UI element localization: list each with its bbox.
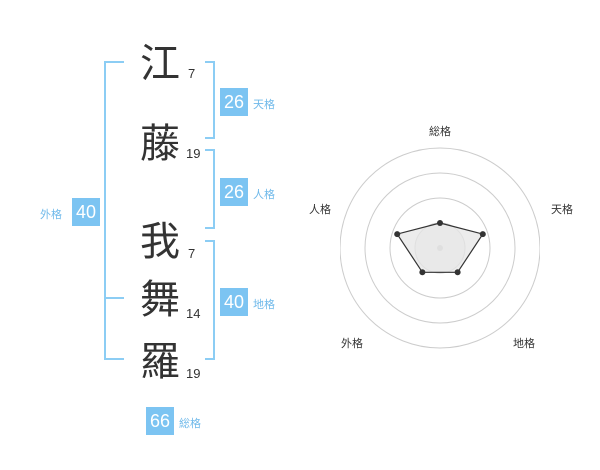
- jinkaku-label: 人格: [253, 188, 275, 201]
- kanji-3: 我: [140, 219, 180, 265]
- stroke-count-2: 19: [186, 146, 201, 161]
- chikaku-value: 40: [220, 288, 248, 316]
- kanji-4: 舞: [140, 277, 180, 323]
- jinkaku-value: 26: [220, 178, 248, 206]
- stroke-count-3: 7: [188, 246, 196, 261]
- radar-point-4: [419, 269, 426, 276]
- radar-label-tenkaku: 天格: [551, 203, 573, 216]
- chikaku-bracket: [205, 240, 215, 360]
- radar-ring: [340, 147, 540, 349]
- radar-ring: [364, 172, 516, 324]
- soukaku-label: 総格: [179, 417, 201, 430]
- jinkaku-bracket: [205, 149, 215, 229]
- radar-label-gaikaku: 外格: [341, 337, 363, 350]
- gaikaku-label: 外格: [40, 208, 62, 221]
- radar-point-3: [454, 269, 461, 276]
- radar-label-soukaku: 総格: [429, 125, 451, 138]
- soukaku-value: 66: [146, 407, 174, 435]
- radar-point-5: [394, 231, 401, 238]
- gaikaku-bracket: [104, 61, 124, 360]
- radar-label-jinkaku: 人格: [309, 203, 331, 216]
- kanji-5: 羅: [140, 339, 180, 385]
- tenkaku-value: 26: [220, 88, 248, 116]
- radar-point-2: [479, 231, 486, 238]
- stroke-count-4: 14: [186, 306, 201, 321]
- kanji-2: 藤: [140, 121, 180, 167]
- gaikaku-bracket-divider: [104, 297, 124, 299]
- radar-shape: [396, 222, 484, 273]
- radar-chart: [340, 147, 540, 349]
- tenkaku-label: 天格: [253, 98, 275, 111]
- gaikaku-value: 40: [72, 198, 100, 226]
- kanji-1: 江: [140, 41, 180, 87]
- stroke-count-1: 7: [188, 66, 196, 81]
- radar-point-1: [437, 220, 443, 226]
- radar-ring: [389, 197, 491, 299]
- tenkaku-bracket: [205, 61, 215, 139]
- chikaku-label: 地格: [253, 298, 275, 311]
- radar-label-chikaku: 地格: [513, 337, 535, 350]
- stroke-count-5: 19: [186, 366, 201, 381]
